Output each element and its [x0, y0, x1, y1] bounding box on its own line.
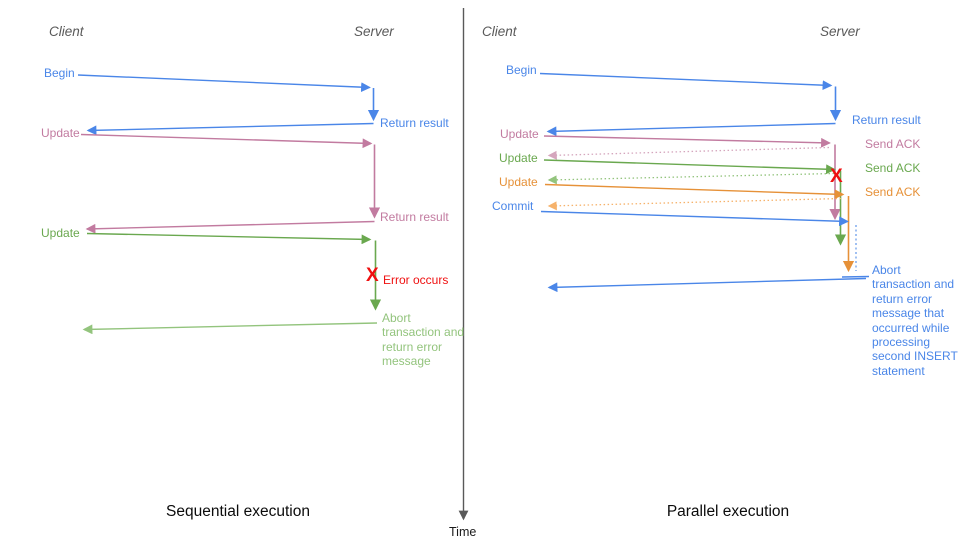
right-return-result-label: Return result [852, 113, 921, 127]
right-begin-label: Begin [506, 63, 537, 77]
right-send-ack-1-label: Send ACK [865, 137, 921, 151]
left-error-label: Error occurs [383, 273, 449, 287]
right-panel-title: Parallel execution [666, 503, 790, 520]
left-begin-arrow [77, 74, 371, 93]
right-commit-label: Commit [492, 199, 534, 213]
right-return-result-arrow [546, 122, 836, 137]
right-send-ack-2-label: Send ACK [865, 161, 921, 175]
right-abort-bar [841, 275, 870, 278]
right-update-2-arrow [543, 159, 836, 175]
left-update-1-arrow [80, 133, 373, 149]
right-client-header: Client [482, 24, 517, 39]
right-update-3-label: Update [499, 175, 538, 189]
left-abort-return-arrow [82, 322, 378, 335]
left-return-result-1-arrow [86, 122, 374, 136]
right-update-1-arrow [543, 135, 831, 148]
right-abort-return-arrow [547, 277, 867, 293]
left-panel-title: Sequential execution [166, 503, 310, 520]
right-send-ack-3-arrow [547, 197, 842, 211]
right-update-1-label: Update [500, 127, 539, 141]
right-send-ack-2-arrow [547, 172, 835, 185]
left-return-result-1-label: Return result [380, 116, 449, 130]
right-send-ack-3-label: Send ACK [865, 185, 921, 199]
right-begin-arrow [539, 72, 833, 91]
right-update-2-label: Update [499, 151, 538, 165]
left-update-1-label: Update [41, 126, 80, 140]
right-server-header: Server [820, 24, 860, 39]
left-error-x-icon: X [366, 265, 379, 286]
right-commit-arrow [540, 210, 849, 227]
left-server-header: Server [354, 24, 394, 39]
left-begin-label: Begin [44, 66, 75, 80]
time-axis-label: Time [449, 525, 477, 539]
left-update-2-arrow [86, 232, 372, 245]
left-client-header: Client [49, 24, 84, 39]
left-return-result-2-arrow [85, 220, 375, 234]
left-return-result-2-label: Return result [380, 210, 449, 224]
right-abort-label: Abort transaction and return error messa… [872, 263, 958, 378]
left-abort-label: Abort transaction and return error messa… [382, 311, 465, 369]
right-send-ack-1-arrow [547, 146, 830, 160]
left-update-2-label: Update [41, 226, 80, 240]
right-error-x-icon: X [830, 166, 843, 187]
right-update-3-arrow [544, 183, 845, 200]
